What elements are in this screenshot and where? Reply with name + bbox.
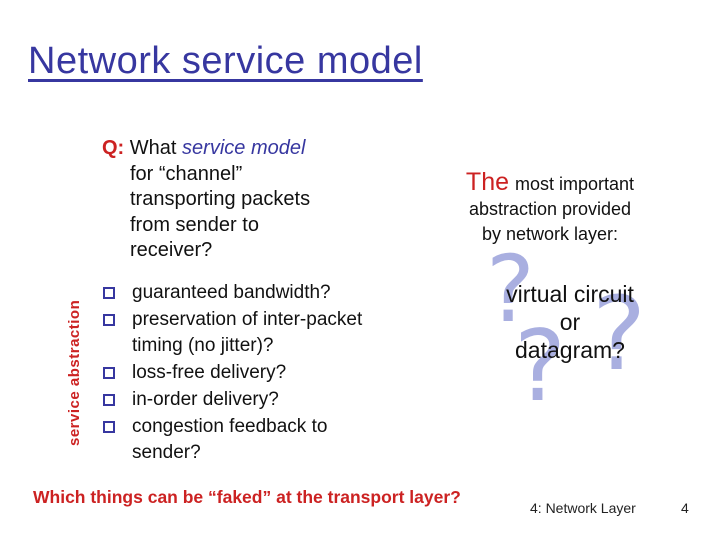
list-item: preservation of inter-packet timing (no … bbox=[102, 307, 367, 359]
question-mark-decoration-icon: ? bbox=[514, 310, 567, 424]
list-item: in-order delivery? bbox=[102, 387, 367, 413]
question-lead: What bbox=[129, 137, 177, 159]
square-bullet-icon bbox=[103, 421, 115, 433]
footer-section-title: 4: Network Layer bbox=[530, 500, 636, 516]
list-item: loss-free delivery? bbox=[102, 360, 367, 386]
footer-page-number: 4 bbox=[681, 500, 689, 516]
vertical-sidebar-label: service abstraction bbox=[66, 299, 83, 447]
list-item-label: guaranteed bandwidth? bbox=[132, 282, 331, 303]
side-note-rest: most important bbox=[515, 174, 635, 194]
square-bullet-icon bbox=[103, 367, 115, 379]
question-mark-decoration-icon: ? bbox=[486, 236, 535, 343]
question-mark-decoration-icon: ? bbox=[592, 275, 647, 394]
question-line-3: transporting packets bbox=[130, 188, 311, 210]
side-note-line-3: by network layer: bbox=[481, 224, 619, 244]
side-note-the: The bbox=[465, 168, 510, 196]
choice-block: virtual circuit or datagram? bbox=[430, 280, 710, 364]
list-item-label: preservation of inter-packet timing (no … bbox=[132, 309, 363, 356]
choice-option-virtual-circuit: virtual circuit bbox=[506, 281, 634, 307]
question-highlight: service model bbox=[182, 137, 306, 159]
square-bullet-icon bbox=[103, 314, 115, 326]
question-block: Q: What service model for “channel” tran… bbox=[102, 136, 402, 264]
question-line-5: receiver? bbox=[130, 239, 213, 261]
slide-title: Network service model bbox=[28, 40, 423, 82]
question-line-1: Q: What service model bbox=[102, 136, 402, 162]
question-line-2: for “channel” bbox=[130, 162, 243, 185]
choice-option-datagram: datagram? bbox=[515, 337, 625, 363]
list-item-label: in-order delivery? bbox=[132, 389, 279, 410]
list-item-label: loss-free delivery? bbox=[132, 362, 287, 383]
question-label: Q: bbox=[102, 137, 125, 159]
bottom-question: Which things can be “faked” at the trans… bbox=[33, 487, 461, 507]
question-line-4: from sender to bbox=[130, 213, 259, 236]
square-bullet-icon bbox=[103, 394, 115, 406]
choice-or: or bbox=[559, 309, 581, 335]
side-note-line-2: abstraction provided bbox=[468, 199, 632, 219]
list-item: guaranteed bandwidth? bbox=[102, 280, 367, 306]
service-question-list: guaranteed bandwidth? preservation of in… bbox=[102, 280, 367, 467]
list-item: congestion feedback to sender? bbox=[102, 414, 367, 466]
list-item-label: congestion feedback to sender? bbox=[132, 416, 328, 463]
square-bullet-icon bbox=[103, 287, 115, 299]
